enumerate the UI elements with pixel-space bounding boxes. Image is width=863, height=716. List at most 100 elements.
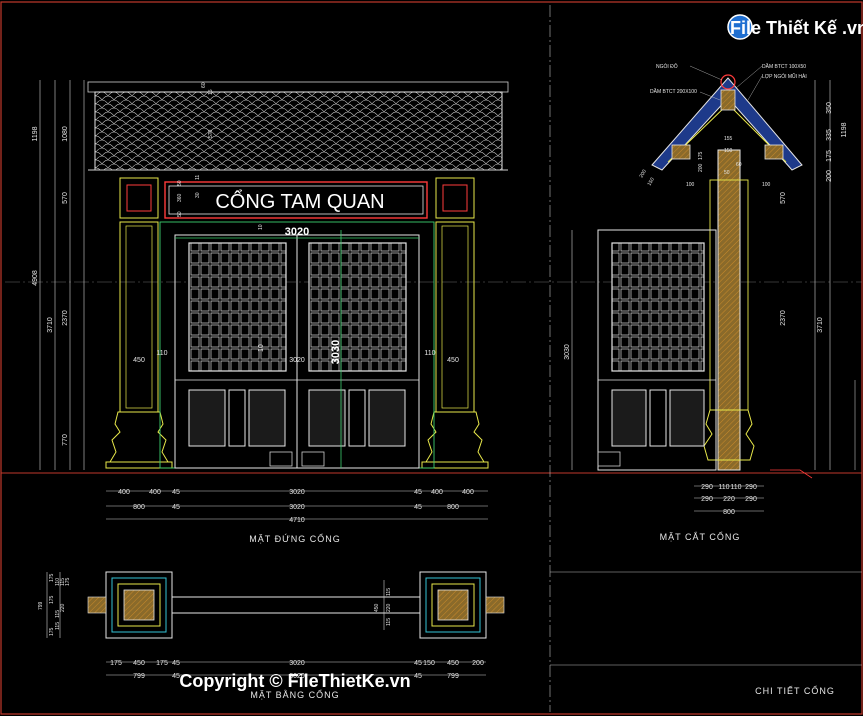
pb1-7: 450: [447, 660, 459, 667]
pl-115c: 115: [55, 622, 61, 630]
plan-right-base-inner: [431, 583, 475, 627]
right-leaf-panel-1: [308, 389, 346, 447]
elev-dim-570: 570: [62, 192, 69, 204]
plan-left-column: [123, 589, 155, 621]
left-leaf-panel-2: [228, 389, 246, 447]
pb2-3: 45: [414, 673, 422, 680]
section-column: [717, 149, 741, 471]
opening-width-label: 3020: [285, 226, 309, 238]
title-block-text: CHI TIẾT CỔNG: [755, 685, 835, 696]
right-leaf-lattice: [308, 242, 407, 372]
pl-115b: 115: [55, 610, 61, 618]
pb1-5: 45: [414, 660, 422, 667]
sign-board-outer: [164, 181, 428, 219]
plan-right-base-mid: [425, 577, 481, 633]
top-dim-10: 10: [258, 224, 264, 230]
eb1-5: 400: [431, 489, 443, 496]
section-panel-2: [649, 389, 667, 447]
eb2-0: 800: [133, 504, 145, 511]
sr-100b: 100: [762, 182, 771, 188]
top-dim-50a: 50: [177, 180, 183, 186]
roof-top-beam: [87, 81, 509, 93]
roof-leader-2: [735, 65, 763, 89]
roof-label-ngoi-do: NGÓI ĐÔ: [656, 63, 678, 70]
pr-450: 450: [374, 603, 380, 612]
roof-tiles: [94, 91, 503, 171]
pl-175c: 175: [49, 595, 55, 604]
eb1-6: 400: [462, 489, 474, 496]
elev-dim-770: 770: [62, 434, 69, 446]
pl-175d: 175: [49, 627, 55, 636]
eb1-4: 45: [414, 489, 422, 496]
pl-799: 799: [38, 601, 44, 610]
logo-badge-icon: [727, 14, 753, 40]
logo-text: File Thiết Kế .vn: [730, 18, 863, 38]
elev-dim-3710: 3710: [47, 317, 54, 333]
elev-dim-2370: 2370: [62, 310, 69, 326]
sd-570: 570: [780, 192, 787, 204]
top-dim-360: 360: [177, 193, 183, 202]
pb2-0: 799: [133, 673, 145, 680]
pb1-6: 150: [423, 660, 435, 667]
pr-115b: 115: [386, 618, 392, 626]
copyright-watermark: Copyright © FileThietKe.vn: [179, 671, 410, 691]
sign-text: CỔNG TAM QUAN: [215, 189, 384, 213]
roof-label-lop-ngoi: LỢP NGÓI MŨI HÀI: [762, 73, 807, 80]
top-dim-50b: 50: [177, 211, 183, 217]
pr-220: 220: [386, 603, 392, 612]
ridge-tile: [720, 74, 736, 90]
pb1-2: 175: [156, 660, 168, 667]
roof-leader-1: [689, 65, 723, 81]
sr-200b: 200: [639, 169, 648, 179]
eb1-3: 3020: [289, 489, 305, 496]
elevation-view: CỔNG TAM QUAN 3020 3030 3020 10 450 450 …: [32, 80, 509, 544]
top-dim-15: 15: [208, 89, 214, 95]
left-leaf-panel-3: [248, 389, 286, 447]
pb2-1: 45: [172, 673, 180, 680]
right-column-cap-inner: [442, 184, 468, 212]
section-door-frame: [597, 229, 717, 471]
eb2-2: 3020: [289, 504, 305, 511]
plan-left-wall-stub: [87, 596, 107, 614]
elev-dim-1198: 1198: [32, 126, 39, 141]
sd-350: 350: [826, 102, 833, 114]
section-hinge: [597, 451, 621, 467]
top-dim-570: 570: [208, 129, 214, 138]
eb3-total: 4710: [289, 517, 305, 524]
sd-2370: 2370: [780, 310, 787, 326]
right-leaf-panel-2: [348, 389, 366, 447]
pb1-0: 175: [110, 660, 122, 667]
section-view: NGÓI ĐÔ DẦM BTCT 100X50 LỢP NGÓI MŨI HÀI…: [564, 63, 848, 542]
watermark-logo: File Thiết Kế .vn: [727, 14, 863, 40]
left-column-plinth: [105, 461, 173, 469]
eb2-1: 45: [172, 504, 180, 511]
pr-115a: 115: [386, 588, 392, 596]
eb2-4: 800: [447, 504, 459, 511]
pb2-2: 3020: [289, 673, 305, 680]
roof-leader-3: [747, 75, 763, 101]
sr-155: 155: [724, 136, 733, 142]
pl-220: 220: [60, 603, 66, 612]
top-dim-11: 11: [195, 175, 201, 180]
eb1-2: 45: [172, 489, 180, 496]
sb2-1: 220: [723, 496, 735, 503]
right-leaf-panel-3: [368, 389, 406, 447]
pb2-4: 799: [447, 673, 459, 680]
right-column-base: [425, 411, 485, 463]
elev-dim-4908: 4908: [32, 270, 39, 286]
sb2-0: 290: [701, 496, 713, 503]
left-leaf-panel-1: [188, 389, 226, 447]
section-column-base: [703, 409, 755, 461]
left-column-base: [109, 411, 169, 463]
sb1-3: 290: [745, 484, 757, 491]
roof-label-dam-2: DẦM BTCT 200X100: [650, 88, 697, 95]
small-offset-right: 110: [424, 350, 435, 357]
roof-beam-right: [764, 144, 784, 160]
plan-right-column: [437, 589, 469, 621]
pb1-4: 3020: [289, 660, 305, 667]
small-offset-left: 110: [156, 350, 167, 357]
sr-100a: 100: [686, 182, 695, 188]
pl-175a: 175: [49, 573, 55, 582]
